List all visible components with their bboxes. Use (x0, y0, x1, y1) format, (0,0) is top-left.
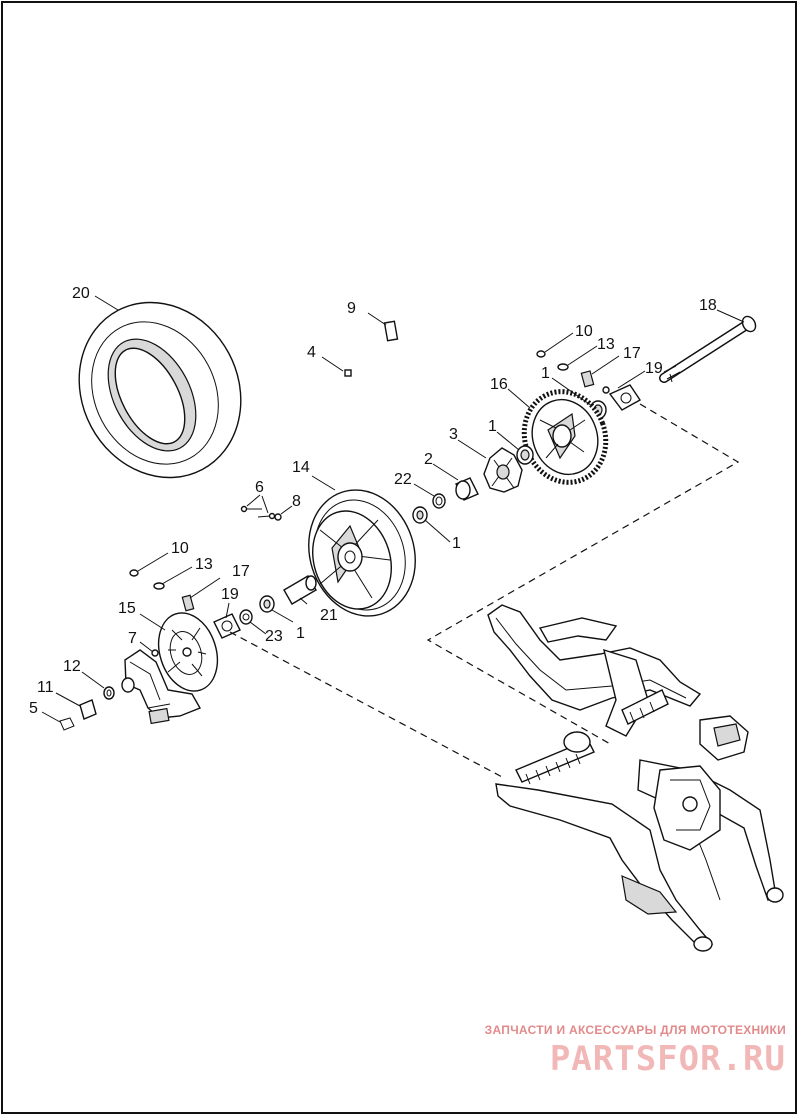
callout-washer-top: 13 (597, 336, 615, 353)
watermark: ЗАПЧАСТИ И АКСЕССУАРЫ ДЛЯ МОТОТЕХНИКИ PA… (485, 1023, 786, 1079)
spacer-long (283, 575, 317, 605)
axle (659, 315, 757, 383)
rotor-bolt (151, 649, 159, 657)
tire (78, 301, 242, 479)
callout-wheel: 14 (292, 459, 310, 476)
callout-valve-cap: 9 (347, 300, 356, 317)
callout-bushing: 11 (37, 679, 54, 696)
callout-clip-top: 17 (623, 345, 641, 362)
installation-lines (229, 403, 740, 779)
valve-core (344, 369, 352, 377)
hardware-top (536, 350, 642, 411)
weight (274, 513, 282, 521)
callout-labels: 20 9 4 18 10 13 17 1 19 16 1 3 2 22 1 14… (29, 285, 717, 717)
callout-bearing-lower: 1 (296, 625, 305, 642)
callout-bearing-upper: 1 (488, 418, 497, 435)
sleeve (432, 493, 446, 509)
wheel (308, 489, 416, 617)
leader-lines (41, 295, 745, 723)
callout-spacer-small: 23 (265, 628, 283, 645)
bearing-hub (412, 506, 428, 524)
callout-tire: 20 (72, 285, 90, 302)
bearing-lower (259, 595, 275, 613)
valve-cap (383, 320, 399, 342)
callout-weight: 8 (292, 493, 301, 510)
callout-adjuster-top: 19 (645, 360, 663, 377)
callout-axle: 18 (699, 297, 717, 314)
spacer (455, 477, 479, 501)
callout-spacer: 2 (424, 451, 433, 468)
callout-caliper-bushing: 12 (63, 658, 81, 675)
hardware-bottom (129, 569, 241, 639)
callout-valve-core: 4 (307, 344, 316, 361)
callout-clip-bottom: 17 (232, 563, 250, 580)
callout-pin: 5 (29, 700, 38, 717)
callout-bearing-pulley: 1 (541, 365, 550, 382)
callout-damper: 3 (449, 426, 458, 443)
callout-adjuster-bottom: 19 (221, 586, 239, 603)
callout-washer-bottom: 13 (195, 556, 213, 573)
motorcycle-frame (487, 604, 784, 952)
rotor (157, 612, 219, 692)
spacer-small (239, 609, 253, 625)
pin (59, 717, 75, 731)
callout-pulley: 16 (490, 376, 508, 393)
callout-spacer-long: 21 (320, 607, 338, 624)
watermark-caption: ЗАПЧАСТИ И АКСЕССУАРЫ ДЛЯ МОТОТЕХНИКИ (484, 1023, 786, 1037)
callout-rotor-bolt: 7 (128, 630, 137, 647)
callout-nut-bottom: 10 (171, 540, 189, 557)
callout-sleeve: 22 (394, 471, 412, 488)
callout-bearing-hub: 1 (452, 535, 461, 552)
pulley (521, 389, 609, 485)
callout-rotor: 15 (118, 600, 136, 617)
valve-screws (240, 505, 276, 520)
damper (483, 447, 523, 493)
bearing-upper (516, 445, 534, 465)
bushing (79, 699, 97, 720)
callout-nut-top: 10 (575, 323, 593, 340)
watermark-logo: PARTSFOR.RU (549, 1039, 786, 1079)
caliper-bracket (121, 649, 202, 725)
caliper-bushing (103, 686, 115, 700)
callout-valve-screws: 6 (255, 479, 264, 496)
